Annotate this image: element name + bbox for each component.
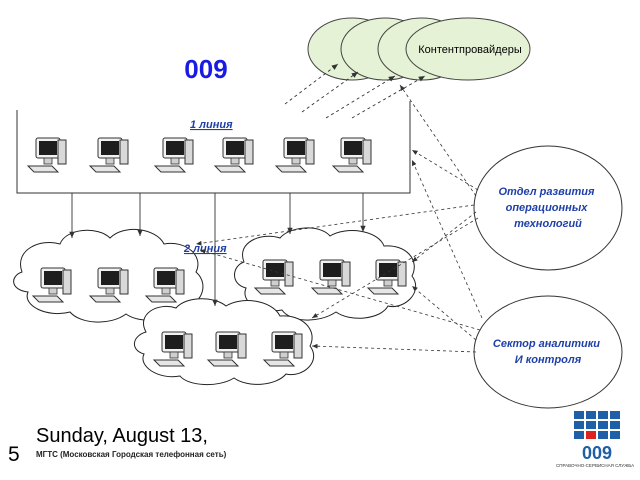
line-1-box: 1 линия xyxy=(16,101,411,194)
operator-pc xyxy=(27,137,67,173)
slide-date: Sunday, August 13, xyxy=(36,425,208,447)
svg-text:Отдел развития операцион: Отдел развития операционных технологий xyxy=(499,186,598,230)
slide-number: 5 xyxy=(8,443,20,466)
escalation-arrows xyxy=(69,193,366,306)
operator-pc xyxy=(89,137,129,173)
line-1-label: 1 линия xyxy=(190,119,233,131)
operator-pc xyxy=(332,137,372,173)
sector-analytics-line: И контроля xyxy=(515,354,582,366)
management-arrows xyxy=(195,84,483,353)
logo-caption: СПРАВОЧНО-СЕРВИСНАЯ СЛУЖБА xyxy=(556,463,635,468)
sector-analytics-line: Сектор аналитики xyxy=(493,338,600,350)
line-2-label: 2 линия xyxy=(183,243,227,255)
diagram-title: 009 xyxy=(184,54,227,84)
line-2-cloud-left xyxy=(13,228,204,323)
provider-arrows xyxy=(284,63,426,119)
dept-development-line: технологий xyxy=(514,218,582,230)
dept-development-line: Отдел развития xyxy=(499,186,595,198)
svg-text:Сектор аналитики И контр: Сектор аналитики И контроля xyxy=(493,338,603,366)
organization-text: МГТС (Московская Городская телефонная се… xyxy=(36,450,227,459)
logo-text: 009 xyxy=(582,443,612,463)
dept-development-node: Отдел развития операционных технологий xyxy=(473,145,623,271)
operator-pc xyxy=(154,137,194,173)
line-2-cloud-right: 2 линия xyxy=(183,227,417,321)
line-2-cloud-bottom xyxy=(134,298,315,385)
operator-pc xyxy=(275,137,315,173)
dept-development-line: операционных xyxy=(506,202,589,214)
sector-analytics-node: Сектор аналитики И контроля xyxy=(473,295,623,409)
providers-label: Контентпровайдеры xyxy=(418,44,522,56)
service-logo: 009 xyxy=(574,411,620,463)
operator-pc xyxy=(214,137,254,173)
content-providers-group: Контентпровайдеры xyxy=(307,17,531,81)
